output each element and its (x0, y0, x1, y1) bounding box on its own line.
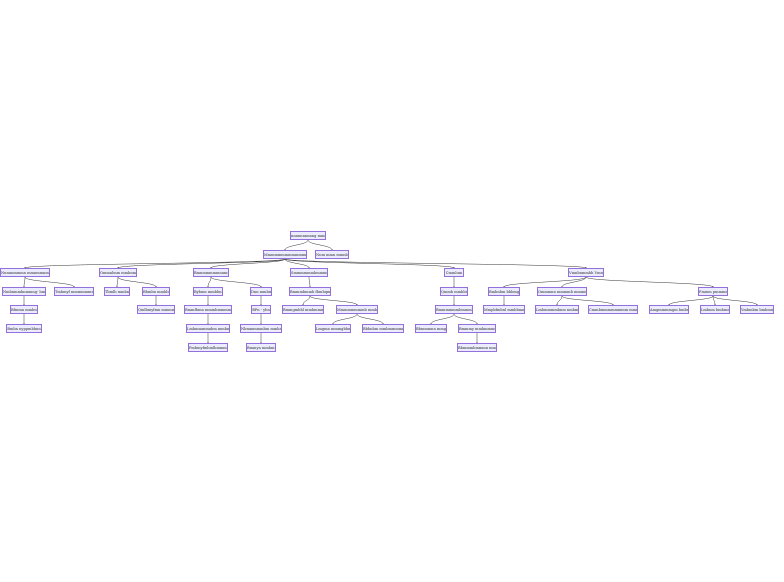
flowchart-node-n28: Bbbnbm mmbmmmmmng (362, 324, 404, 333)
edge-n5-n16 (207, 276, 212, 288)
edge-n3-n10 (24, 276, 75, 288)
edge-n0-n1 (284, 239, 309, 251)
flowchart-node-n31: Bbmmmnn mmgy (415, 324, 447, 333)
edge-n4-n11 (116, 276, 119, 288)
flowchart-node-n27: Lmgmn mmmgbbmmmm (315, 324, 351, 333)
flowchart-node-n35: Ommmnn mmmmb mmmmm (537, 287, 587, 296)
edge-n39-n40 (668, 295, 714, 306)
flowchart-node-n2: Nnm mmn mmnb (315, 250, 349, 259)
edge-n0-n2 (307, 239, 333, 251)
flowchart-node-n12: Bbmbn mmbbnn (142, 287, 170, 296)
edge-n35-n37 (556, 295, 563, 306)
flowchart-node-n19: Lmbmmmmnbm mmbmmm (186, 324, 230, 333)
flowchart-node-n18: Bmmfbmn mmmbmmmmmmn (184, 305, 232, 314)
flowchart-node-n4: Ommnbnm mmbnmmmm (99, 268, 137, 277)
flowchart-node-n29: Qmmb mmbbnn (440, 287, 468, 296)
flowchart-node-n33: Bbmmmbmmmn mmbmyn (457, 343, 497, 352)
edge-n39-n41 (712, 295, 716, 306)
flowchart-node-n25: Bmmgmbbl mmbmmm (282, 305, 324, 314)
flowchart-node-n41: Lmbnm bmbmmnl (700, 305, 730, 314)
flowchart-node-n24: Bmmmbmmb fbmbqmlbn (289, 287, 331, 296)
flowchart-node-n36: Mmpbfmbnl mmbbmmmmmmmm (483, 305, 525, 314)
flowchart-node-n39: Fmmm pmmmmmg (698, 287, 728, 296)
flowchart-node-n6: Smmmmmmbmmmmmm (290, 268, 328, 277)
flowchart-node-n13: Bfmmn mmbnnn (10, 305, 38, 314)
edge-n1-n7 (284, 258, 455, 269)
edge-n26-n27 (332, 313, 358, 325)
edge-n35-n38 (561, 295, 614, 306)
edge-n39-n42 (712, 295, 758, 306)
flowchart-node-n23: Bmmyn mmbmn (246, 343, 276, 352)
flowchart-node-n21: BPn - ybn (251, 305, 271, 314)
flowchart-node-n40: Amgmmmmgm bmbmgml (649, 305, 689, 314)
edge-n1-n4 (117, 258, 286, 269)
flowchart-node-n22: Nbmmmmmbm mmbnmmn (240, 324, 282, 333)
edge-n8-n35 (561, 276, 587, 288)
edge-n8-n39 (585, 276, 714, 288)
edge-n1-n6 (284, 258, 310, 269)
flowchart-node-n0: nnnnnnnnnng mmm (290, 231, 326, 240)
edge-n1-n5 (210, 258, 286, 269)
edge-n30-n32 (453, 313, 478, 325)
edge-n3-n9 (23, 276, 26, 288)
flowchart-node-n11: Tbmlb mmbnn (104, 287, 130, 296)
edge-n4-n12 (117, 276, 157, 288)
flowchart-node-n5: Bmnmmmmmnnmmmm (193, 268, 229, 277)
flowchart-node-n9: Nmbnmmbnmmng- hmmm (2, 287, 46, 296)
flowchart-node-n14: Bmbn nyppmbbnn (6, 324, 42, 333)
flowchart-node-n16: Bybnm mmbbnn (193, 287, 223, 296)
flowchart-node-n3: Nnnnnmmmn mmnmmnmmmn (0, 268, 50, 277)
flowchart-node-n7: Cmmlum (444, 268, 464, 277)
flowchart-node-n8: Vmnbnmmbb Vmmm (568, 268, 604, 277)
flowchart-node-n15: Qmlbmyfmn mmmmbj (137, 305, 175, 314)
flowchart-node-n32: Bmmmy mmbmmmmmmmm (458, 324, 496, 333)
edge-n26-n28 (356, 313, 384, 325)
flowchart-node-n26: Mmmmmmmmb mmbmmn (336, 305, 378, 314)
edge-n5-n17 (210, 276, 262, 288)
edge-n6-n24 (308, 276, 311, 288)
edge-n1-n8 (284, 258, 587, 269)
flowchart-node-n37: Lmbmmmmbnm nmbmmmmm (535, 305, 579, 314)
edge-n24-n25 (302, 295, 311, 306)
flowchart-node-n42: Ymbmbm bmbmmnb (740, 305, 774, 314)
flowchart-node-n38: Cmmbmmmmmmmm mmmmmmmmn (588, 305, 638, 314)
flowchart-node-n10: Tmbmyf mmmmmmm (54, 287, 94, 296)
flowchart-node-n1: Mmmmmmmmmmmmmmmy (263, 250, 307, 259)
edge-n24-n26 (309, 295, 358, 306)
flowchart-node-n20: Pmbmyfmbmlbmmmmn (188, 343, 228, 352)
flowchart-node-n30: Bmmmmmmbmmmbnn (435, 305, 473, 314)
flowchart-node-n17: Dnn mmbm (250, 287, 272, 296)
flowchart-node-n34: Bmbnbm bbbmgl (488, 287, 520, 296)
edge-n30-n31 (430, 313, 455, 325)
